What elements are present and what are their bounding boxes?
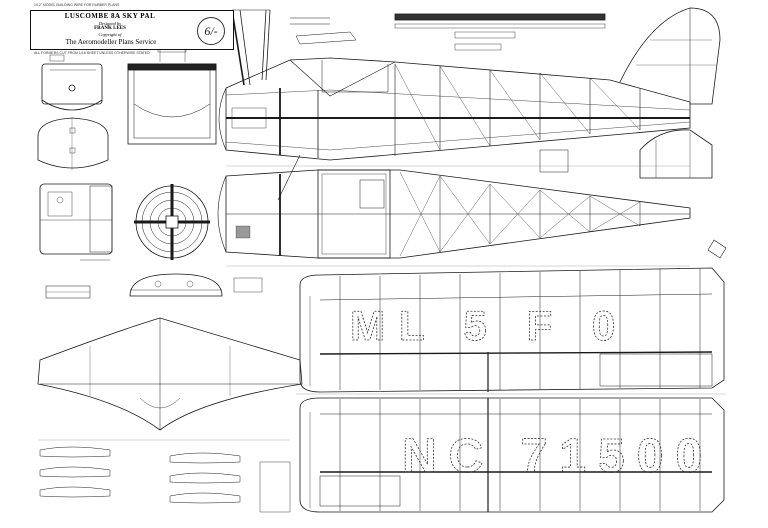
designer-name: FRANK LEES <box>94 26 126 31</box>
dimension-lines <box>38 165 726 441</box>
fuselage-side-view <box>218 7 721 201</box>
publisher-name: The Aeromodeller Plans Service <box>65 38 157 46</box>
cabin-detail <box>539 129 727 259</box>
upper-wing-plan <box>299 267 725 393</box>
model-name: LUSCOMBE 8A SKY PAL <box>64 12 156 20</box>
wing-fairings <box>39 273 291 513</box>
registration-letters: ML 5 F 0 NC 71500 <box>350 302 714 484</box>
former-note: ALL FORMERS CUT FROM 1/16 SHEET UNLESS O… <box>34 51 150 55</box>
fuselage-top-view <box>217 169 691 259</box>
firewall-block <box>127 45 217 145</box>
title-block: LUSCOMBE 8A SKY PAL Designed by FRANK LE… <box>30 10 234 50</box>
tailplane-plan <box>37 317 303 431</box>
plan-price-badge: 6/- <box>197 17 225 45</box>
copyright-label: Copyright of <box>98 32 122 37</box>
wing-lower-registration: NC 71500 <box>402 430 714 483</box>
wing-upper-registration: ML 5 F 0 <box>350 302 629 349</box>
lower-wing-plan <box>299 397 725 513</box>
cowl-formers <box>39 183 113 261</box>
nose-formers <box>37 54 109 170</box>
designer-label: Designed by <box>98 21 122 26</box>
strip-parts <box>295 13 606 51</box>
wheel-drawing <box>134 184 210 260</box>
top-note: 1/12" MODEL BUILDING WIRE FOR RUBBER PLA… <box>34 3 120 7</box>
